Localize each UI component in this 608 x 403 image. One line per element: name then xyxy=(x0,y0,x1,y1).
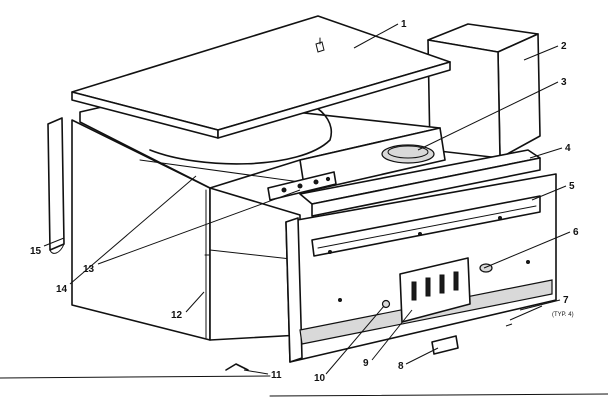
callout-13: 13 xyxy=(83,264,95,275)
callout-7-note: (TYP. 4) xyxy=(552,312,574,318)
callout-5: 5 xyxy=(569,181,575,192)
callout-14: 14 xyxy=(56,284,68,295)
callout-3: 3 xyxy=(561,77,567,88)
part-1-top-lid xyxy=(71,15,451,139)
callout-12: 12 xyxy=(171,310,183,321)
callout-labels: 1 2 3 4 5 6 7 (TYP. 4) 8 9 10 11 12 13 1… xyxy=(30,19,579,384)
leader-lines xyxy=(43,23,571,375)
callout-15: 15 xyxy=(30,246,42,257)
part-11-screw xyxy=(225,363,249,371)
callout-8: 8 xyxy=(398,361,404,372)
callout-5-tick xyxy=(505,323,513,327)
ground-lines xyxy=(0,375,608,397)
callout-11: 11 xyxy=(271,370,282,381)
part-3-drum-opening xyxy=(381,144,435,164)
callout-6: 6 xyxy=(573,227,579,238)
callout-10: 10 xyxy=(314,373,326,384)
part-13-bracket xyxy=(267,171,337,201)
part-2-rear-box xyxy=(427,23,541,159)
callout-9: 9 xyxy=(363,358,369,369)
part-12-cabinet-body xyxy=(71,119,301,341)
callout-2: 2 xyxy=(561,41,567,52)
callout-1: 1 xyxy=(401,19,407,30)
callout-4: 4 xyxy=(565,143,571,154)
part-4-top-rail xyxy=(299,149,541,217)
part-8-small-block xyxy=(431,335,459,355)
part-10-fastener xyxy=(381,299,391,309)
part-15-side-post xyxy=(47,117,65,254)
part-9-switch-plate xyxy=(399,257,471,323)
callout-7: 7 xyxy=(563,295,569,306)
part-5-front-panel xyxy=(285,173,557,363)
